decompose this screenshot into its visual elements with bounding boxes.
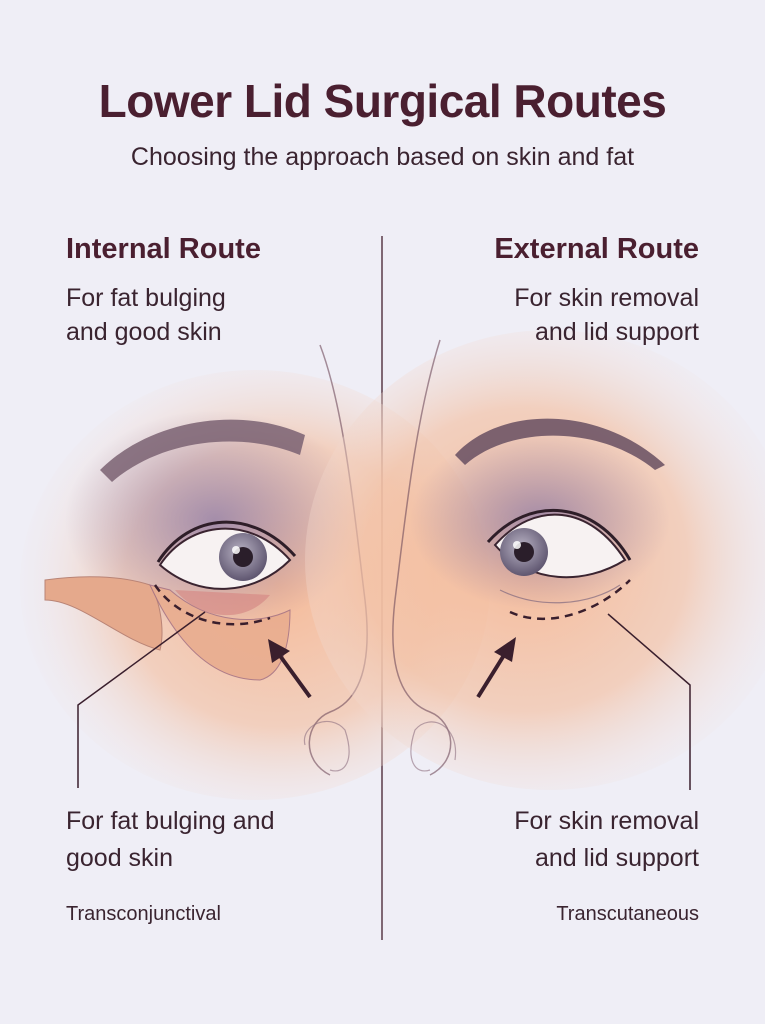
incision-line (153, 584, 271, 626)
upper-eyelid (156, 520, 297, 563)
conjunctiva (175, 590, 270, 616)
internal-route-caption: For fat bulging and good skin (66, 807, 275, 872)
upper-eyelid (486, 508, 632, 561)
retracted-lid (44, 576, 163, 651)
external-route-caption: For skin removal and lid support (514, 807, 699, 872)
internal-route-description: For fat bulging and good skin (66, 284, 226, 346)
bruise-shade (65, 410, 365, 630)
eyebrow (455, 418, 665, 470)
internal-route-term: Transconjunctival (66, 903, 221, 925)
arrow-icon (476, 650, 508, 699)
incision-line (509, 579, 631, 621)
page-title: Lower Lid Surgical Routes (98, 75, 667, 127)
external-route-heading: External Route (494, 233, 699, 265)
internal-route-heading: Internal Route (66, 233, 261, 265)
external-route-description: For skin removal and lid support (514, 284, 699, 346)
external-route-illustration (305, 330, 765, 790)
arrow-icon (276, 651, 312, 699)
leader-line (607, 613, 691, 790)
page-subtitle: Choosing the approach based on skin and … (130, 143, 635, 171)
external-route-term: Transcutaneous (556, 903, 699, 925)
leader-line (77, 611, 206, 788)
eyebrow (100, 419, 305, 482)
